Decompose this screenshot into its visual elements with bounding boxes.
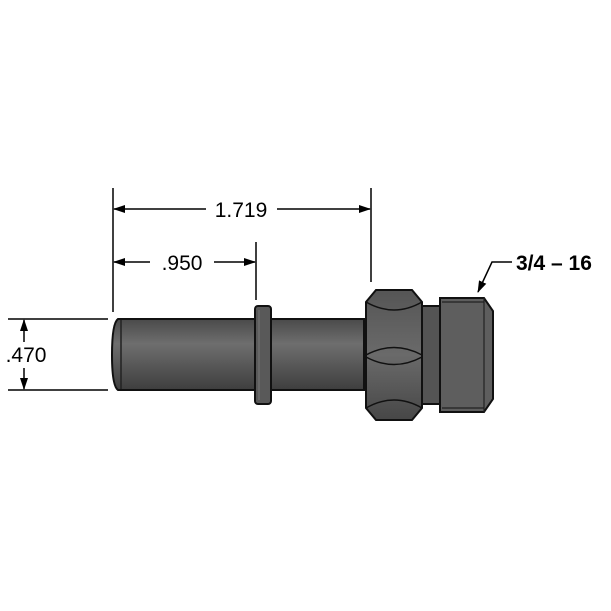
retaining-ring bbox=[254, 305, 272, 405]
shank-body bbox=[110, 318, 365, 391]
hex-nut-facet-top bbox=[365, 301, 423, 311]
dimension-shank-diameter: .470 bbox=[6, 319, 47, 390]
fitting-part bbox=[110, 289, 494, 421]
groove-position-label: .950 bbox=[162, 252, 203, 275]
thread-spec-label: 3/4 – 16 bbox=[516, 252, 592, 275]
threaded-section bbox=[439, 297, 494, 413]
hex-nut-facet-middle bbox=[365, 346, 423, 356]
shank-diameter-label: .470 bbox=[6, 344, 47, 367]
hex-nut-facet-bottom bbox=[365, 399, 423, 409]
dimension-overall-length: 1.719 bbox=[113, 199, 371, 222]
dimension-groove-position: .950 bbox=[113, 252, 256, 275]
neck bbox=[421, 305, 441, 405]
overall-length-label: 1.719 bbox=[215, 199, 268, 222]
leader-line bbox=[477, 261, 512, 293]
thread-callout: 3/4 – 16 bbox=[477, 252, 592, 293]
hex-nut-facet-lower bbox=[365, 356, 423, 366]
hex-nut bbox=[365, 289, 423, 421]
